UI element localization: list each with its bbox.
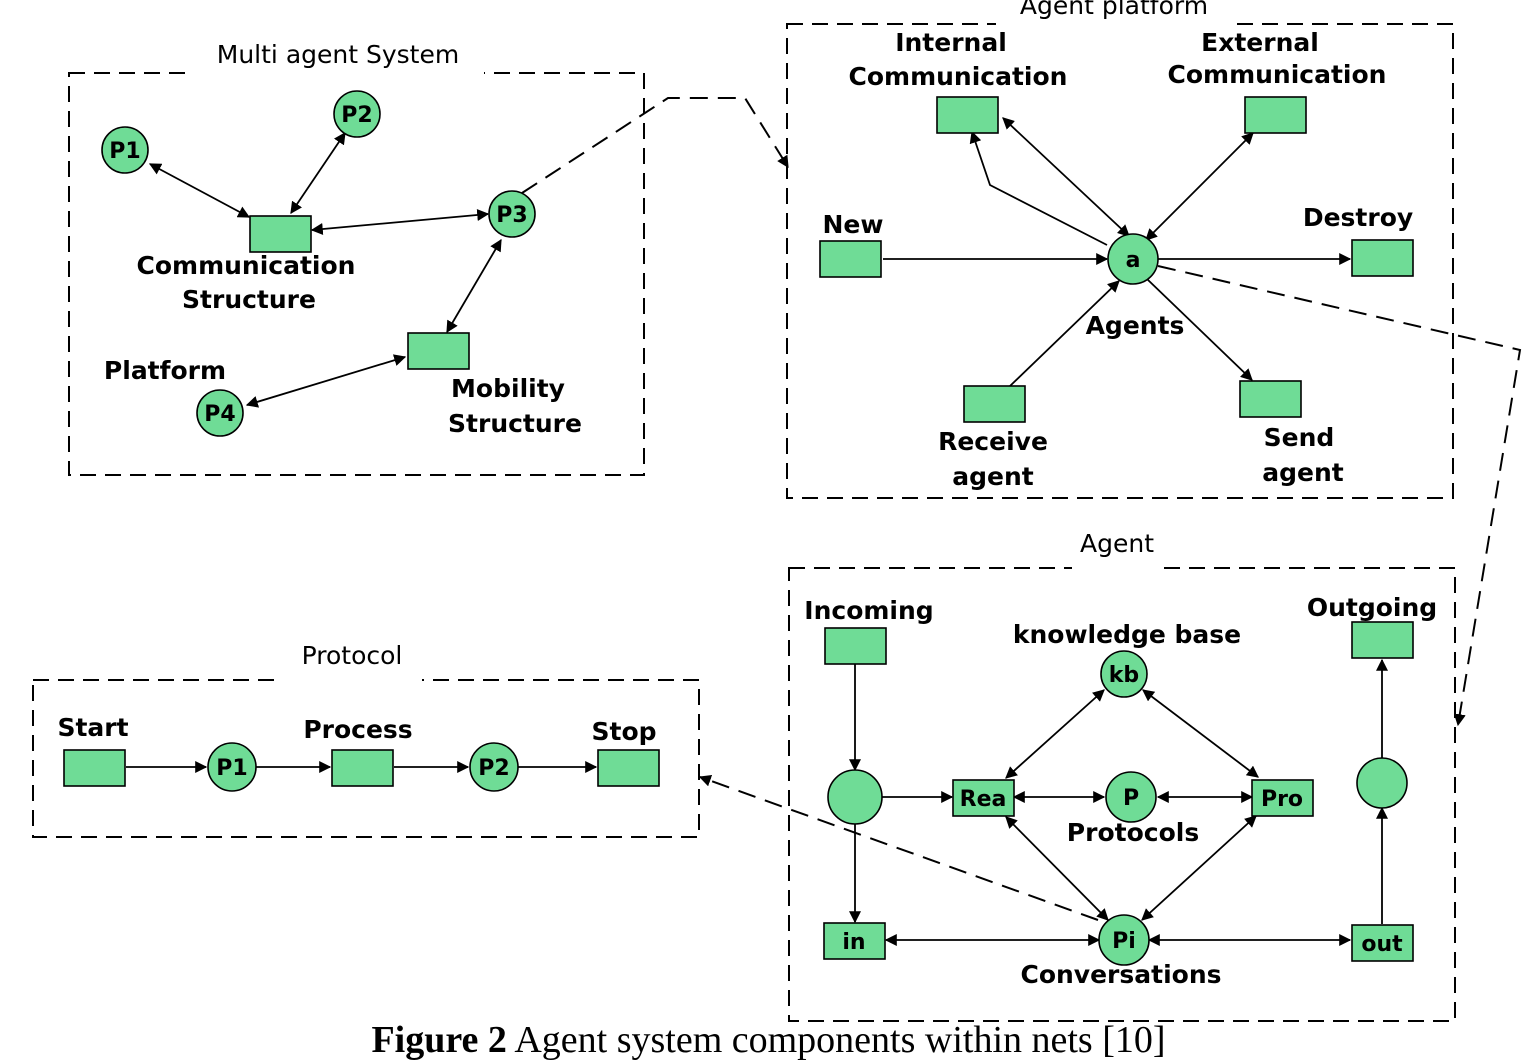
mas-place-p1 [101,126,149,174]
agent-place-out-buffer [1356,757,1408,809]
agents-place-label: a [1126,248,1141,273]
mas-p1-label: P1 [109,139,140,164]
platform-frame-title: Agent platform [1020,0,1208,20]
kb-label: kb [1109,663,1139,688]
mas-place-p2 [333,90,381,138]
protocol-transition-process [331,749,394,787]
mas-nodes: P1 P2 P3 P4 [101,90,536,437]
agent-transition-incoming [824,627,887,665]
platform-label: Platform [104,356,226,385]
mas-frame: Multi agent System [68,38,645,476]
agent-edges [849,658,1388,946]
platform-place-agents [1107,233,1159,285]
mas-frame-title: Multi agent System [217,40,459,69]
receive-label-2: agent [952,462,1034,491]
protocol-p1-label: P1 [216,756,247,781]
protocol-p2-label: P2 [478,756,509,781]
pro-label: Pro [1261,787,1303,812]
mas-transition-communication [249,215,312,253]
send-label-1: Send [1264,423,1335,452]
mobility-label-1: Mobility [451,374,565,403]
mas-edges [148,132,502,408]
agent-place-conversations [1098,914,1150,966]
mas-place-p4 [196,389,244,437]
agent-frame: Agent [788,529,1456,1022]
protocols-label: Protocols [1067,818,1199,847]
agent-transition-out [1351,924,1414,962]
protocol-place-p2 [469,742,519,792]
agent-transition-in [823,922,886,960]
platform-transition-receive [963,385,1026,423]
communication-label-2: Structure [182,285,316,314]
in-label: in [842,930,865,955]
protocol-frame: Protocol [32,641,700,838]
mas-transition-mobility [407,332,470,370]
external-label-2: Communication [1168,60,1387,89]
mas-p2-label: P2 [341,103,372,128]
platform-nodes: a [819,96,1414,423]
mas-p3-label: P3 [496,203,527,228]
protocol-transition-stop [597,749,660,787]
out-label: out [1361,932,1403,957]
external-label-1: External [1201,28,1319,57]
stop-label: Stop [591,717,656,746]
knowledge-base-label: knowledge base [1013,620,1241,649]
platform-frame: Agent platform [786,0,1454,499]
protocol-frame-title: Protocol [302,641,403,670]
rea-label: Rea [960,787,1007,812]
figure-caption-text: Agent system components within nets [10] [506,1019,1166,1061]
pi-label: Pi [1112,929,1136,954]
platform-transition-new [819,240,882,278]
figure-caption: Figure 2 Agent system components within … [0,1018,1537,1062]
send-label-2: agent [1262,458,1344,487]
agent-transition-pro [1251,779,1314,817]
protocol-place-p1 [207,742,257,792]
platform-transition-send [1239,380,1302,418]
ref-arrow-a-to-agent [1157,265,1522,727]
agent-place-protocols [1105,771,1157,823]
protocol-nodes: P1 P2 [63,742,660,792]
mobility-label-2: Structure [448,409,582,438]
agent-transition-outgoing [1351,621,1414,659]
receive-label-1: Receive [938,427,1048,456]
agent-place-kb [1100,650,1148,698]
platform-transition-internal [936,96,999,134]
platform-transition-external [1244,96,1307,134]
communication-label-1: Communication [137,251,356,280]
agent-place-in-buffer [827,769,883,825]
outgoing-label: Outgoing [1307,593,1437,622]
agent-frame-title: Agent [1080,529,1154,558]
ref-arrow-p3-to-platform [521,97,789,194]
agents-label: Agents [1086,311,1185,340]
internal-label-1: Internal [895,28,1007,57]
platform-edges [883,117,1352,387]
mas-p4-label: P4 [204,402,235,427]
agent-nodes: kb Rea P Pro in Pi out [823,621,1414,966]
start-label: Start [57,713,128,742]
process-label: Process [303,715,412,744]
p-label: P [1123,786,1139,811]
mas-place-p3 [488,190,536,238]
agent-transition-rea [952,779,1015,817]
figure-caption-label: Figure 2 [371,1019,507,1061]
conversations-label: Conversations [1020,960,1221,989]
incoming-label: Incoming [804,596,933,625]
new-label: New [823,210,884,239]
internal-label-2: Communication [849,62,1068,91]
platform-transition-destroy [1351,239,1414,277]
protocol-transition-start [63,749,126,787]
destroy-label: Destroy [1303,203,1413,232]
